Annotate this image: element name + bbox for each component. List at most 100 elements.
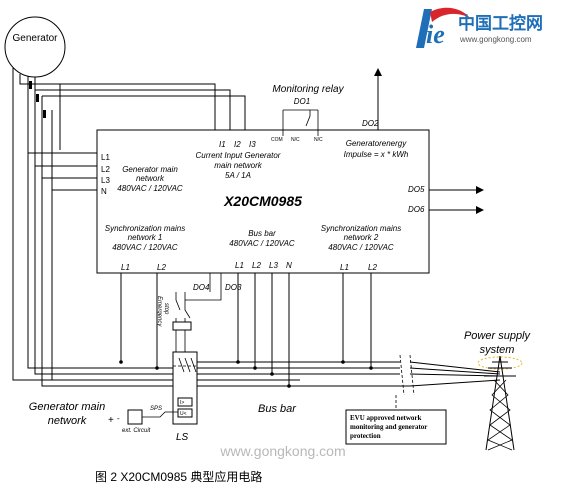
gen-main-net-line3: 480VAC / 120VAC — [117, 184, 183, 193]
bot-term-L3-b: L3 — [269, 261, 278, 270]
power-supply-line2: system — [480, 344, 515, 356]
sync2-line3: 480VAC / 120VAC — [328, 243, 394, 252]
bus-bar-label: Bus bar — [258, 403, 297, 415]
term-I2: I2 — [234, 140, 241, 149]
term-N: N — [101, 187, 107, 196]
module-name: X20CM0985 — [223, 193, 302, 209]
ct-marker-2 — [36, 94, 39, 102]
relay-coil — [172, 321, 192, 331]
power-supply-label: Power supply system — [464, 330, 532, 356]
current-input-line3: 5A / 1A — [225, 171, 251, 180]
ls-breaker: I> U< LS — [172, 351, 198, 443]
relay-com: COM — [271, 137, 283, 143]
evu-box: EVU approved network monitoring and gene… — [345, 395, 447, 445]
ct-marker-3 — [43, 110, 46, 118]
bot-term-L2-b: L2 — [252, 261, 261, 270]
generator-wires — [12, 68, 410, 387]
generator-symbol: Generator — [4, 16, 66, 78]
generator-label: Generator — [12, 33, 58, 44]
do4-label: DO4 — [193, 283, 210, 292]
sync2-line1: Synchronization mains — [321, 224, 401, 233]
gen-main-net-line2: network — [136, 174, 165, 183]
busbar-line1: Bus bar — [248, 229, 276, 238]
gongkong-logo: ie 中国工控网 www.gongkong.com — [416, 7, 543, 49]
bot-term-L2-c: L2 — [368, 263, 377, 272]
emergency-stop-line1: Emergency — [156, 296, 162, 327]
term-L2: L2 — [101, 165, 110, 174]
logo-url: www.gongkong.com — [459, 35, 532, 44]
term-L3: L3 — [101, 176, 110, 185]
do3-label: DO3 — [225, 283, 242, 292]
term-I1: I1 — [219, 140, 226, 149]
ct-marker-1 — [29, 81, 32, 89]
evu-line2: monitoring and generator — [350, 423, 427, 431]
generator-main-network-block: Generator main network 480VAC / 120VAC — [117, 165, 183, 193]
sync1-line3: 480VAC / 120VAC — [112, 243, 178, 252]
busbar-line2: 480VAC / 120VAC — [229, 239, 295, 248]
ls-i-label: I> — [180, 400, 184, 406]
gen-main-net-line1: Generator main — [122, 165, 178, 174]
busbar-block: Bus bar 480VAC / 120VAC — [229, 229, 295, 248]
logo-cn-name: 中国工控网 — [458, 13, 543, 33]
logo-mark-swoosh — [430, 7, 470, 22]
grid-bus-lines — [52, 354, 501, 396]
current-input-block: I1 I2 I3 Current Input Generator main ne… — [196, 140, 281, 180]
sync2-line2: network 2 — [344, 233, 379, 242]
monitoring-relay-title: Monitoring relay — [272, 84, 344, 95]
sync1-line2: network 1 — [128, 233, 163, 242]
generator-main-network-label: Generator main network — [29, 401, 105, 427]
gen-energy-line1: Generatorenergy — [346, 139, 407, 148]
logo-mark-bar — [416, 9, 432, 48]
term-I3: I3 — [249, 140, 256, 149]
sps-plus: + — [108, 415, 114, 426]
module-bottom-terminals: L1 L2 L1 L2 L3 N L1 L2 — [121, 261, 377, 272]
sps-ext: ext. Circuit — [122, 428, 151, 434]
evu-line3: protection — [350, 432, 381, 440]
watermark: www.gongkong.com — [219, 443, 345, 459]
gen-energy-line2: Impulse = x * kWh — [344, 150, 409, 159]
current-input-line1: Current Input Generator — [196, 151, 281, 160]
x20cm0985-module — [96, 129, 430, 274]
relay-nc1: N/C — [291, 137, 300, 143]
do6-label: DO6 — [408, 205, 425, 214]
ls-u-box — [177, 408, 193, 418]
do6-output: DO6 — [408, 205, 484, 214]
bot-term-L1-c: L1 — [340, 263, 349, 272]
current-input-line2: main network — [214, 161, 263, 170]
generator-circle — [4, 16, 66, 78]
gmn-line1: Generator main — [29, 401, 105, 413]
sps-box — [127, 409, 143, 425]
ls-label: LS — [176, 432, 189, 443]
do2-label: DO2 — [362, 119, 379, 128]
relay-nc2: N/C — [314, 137, 323, 143]
sync1-line1: Synchronization mains — [105, 224, 185, 233]
bot-term-L1-b: L1 — [235, 261, 244, 270]
evu-line1: EVU approved network — [350, 414, 422, 422]
sync2-block: Synchronization mains network 2 480VAC /… — [321, 224, 401, 252]
sync1-block: Synchronization mains network 1 480VAC /… — [105, 224, 185, 252]
do5-label: DO5 — [408, 185, 425, 194]
do-relay-section: DO4 DO3 Emergency stop — [156, 273, 242, 352]
generator-energy-block: Generatorenergy Impulse = x * kWh — [344, 139, 409, 159]
gmn-line2: network — [48, 415, 87, 427]
power-supply-line1: Power supply — [464, 330, 532, 342]
monitoring-relay: Monitoring relay DO1 COM N/C N/C — [271, 84, 345, 143]
sps-label: SPS — [150, 406, 162, 412]
evu-frame — [345, 409, 447, 445]
term-L1: L1 — [101, 153, 110, 162]
emergency-stop-line2: stop — [163, 303, 169, 315]
bot-term-L2-a: L2 — [157, 263, 166, 272]
do2-output: DO2 — [362, 68, 382, 130]
module-bottom-wires — [119, 273, 373, 388]
bot-term-N-b: N — [286, 261, 292, 270]
ls-u-label: U< — [180, 411, 187, 417]
bot-term-L1-a: L1 — [121, 263, 130, 272]
figure-caption: 图 2 X20CM0985 典型应用电路 — [95, 469, 262, 484]
module-input-terminals: L1 L2 L3 N — [101, 153, 110, 196]
sps-circuit: + - SPS ext. Circuit — [108, 406, 178, 434]
transmission-tower-icon — [477, 355, 523, 451]
sps-minus: - — [117, 414, 120, 423]
ls-i-box — [177, 397, 193, 407]
monitoring-relay-code: DO1 — [294, 97, 310, 106]
